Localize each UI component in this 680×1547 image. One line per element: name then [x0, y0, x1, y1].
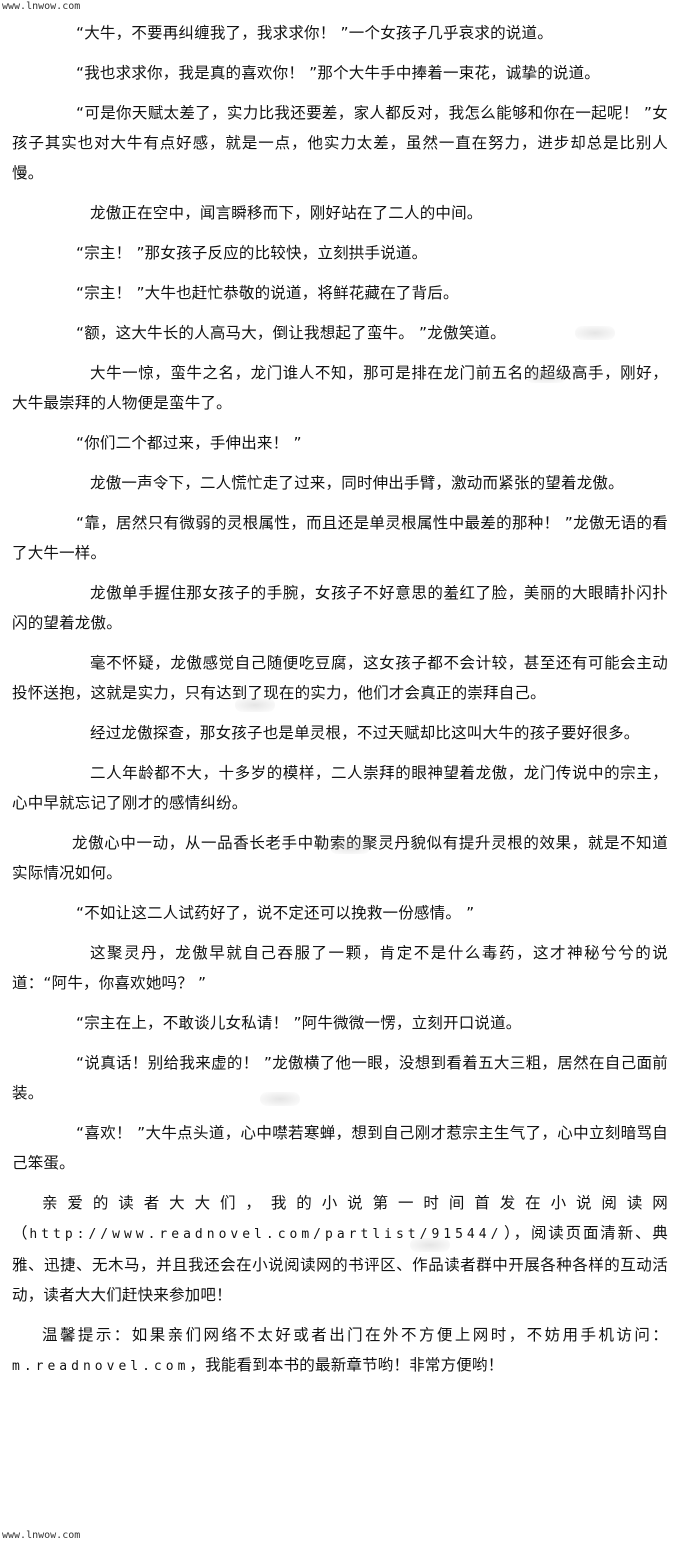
story-paragraph: 龙傲一声令下，二人慌忙走了过来，同时伸出手臂，激动而紧张的望着龙傲。	[90, 474, 624, 492]
story-paragraph: 龙傲正在空中，闻言瞬移而下，刚好站在了二人的中间。	[90, 204, 483, 222]
story-paragraph: 大牛一惊，蛮牛之名，龙门谁人不知，那可是排在龙门前五名的超级高手，刚好，大牛最崇…	[12, 364, 668, 412]
story-paragraph: “说真话！别给我来虚的！ ”龙傲横了他一眼，没想到看着五大三粗，居然在自己面前装…	[12, 1054, 668, 1102]
promo-url[interactable]: http://www.readnovel.com/partlist/91544/	[29, 1227, 503, 1242]
promo-text: 亲爱的读者大大们，我的小说第一时间首发在小说阅读网（	[12, 1194, 668, 1242]
watermark-top: www.lnwow.com	[2, 1, 81, 12]
story-paragraph: 龙傲单手握住那女孩子的手腕，女孩子不好意思的羞红了脸，美丽的大眼睛扑闪扑闪的望着…	[12, 584, 668, 632]
story-paragraph: “喜欢！ ”大牛点头道，心中噤若寒蝉，想到自己刚才惹宗主生气了，心中立刻暗骂自己…	[12, 1124, 668, 1172]
story-paragraph: 二人年龄都不大，十多岁的模样，二人崇拜的眼神望着龙傲，龙门传说中的宗主，心中早就…	[12, 764, 668, 812]
scan-smudge	[526, 369, 566, 383]
story-paragraph: “你们二个都过来，手伸出来！ ”	[76, 434, 302, 452]
promo-text: ，我能看到本书的最新章节哟！非常方便哟！	[189, 1356, 504, 1374]
promo-text: ），阅读页面清新、典雅、迅捷、无木马，并且我还会在小说阅读网的书评区、作品读者群…	[12, 1224, 668, 1304]
story-paragraph: 龙傲心中一动，从一品香长老手中勒索的聚灵丹貌似有提升灵根的效果，就是不知道实际情…	[12, 834, 668, 882]
story-paragraph: “宗主！ ”大牛也赶忙恭敬的说道，将鲜花藏在了背后。	[76, 284, 459, 302]
story-paragraph: “宗主！ ”那女孩子反应的比较快，立刻拱手说道。	[76, 244, 428, 262]
promo-text: 温馨提示：如果亲们网络不太好或者出门在外不方便上网时，不妨用手机访问：	[42, 1326, 668, 1344]
scan-smudge	[330, 840, 370, 854]
story-paragraph: “靠，居然只有微弱的灵根属性，而且还是单灵根属性中最差的那种！ ”龙傲无语的看了…	[12, 514, 668, 562]
scan-smudge	[575, 326, 615, 340]
story-paragraph: 毫不怀疑，龙傲感觉自己随便吃豆腐，这女孩子都不会计较，甚至还有可能会主动投怀送抱…	[12, 654, 668, 702]
story-paragraph: 经过龙傲探查，那女孩子也是单灵根，不过天赋却比这叫大牛的孩子要好很多。	[90, 724, 640, 742]
promo-paragraph: 亲爱的读者大大们，我的小说第一时间首发在小说阅读网（http://www.rea…	[12, 1188, 668, 1310]
scan-smudge	[410, 1238, 450, 1252]
story-paragraph: “宗主在上，不敢谈儿女私请！ ”阿牛微微一愣，立刻开口说道。	[76, 1014, 522, 1032]
promo-url[interactable]: m.readnovel.com	[12, 1359, 190, 1374]
scan-smudge	[260, 1092, 300, 1106]
story-paragraph: 这聚灵丹，龙傲早就自己吞服了一颗，肯定不是什么毒药，这才神秘兮兮的说道：“阿牛，…	[12, 944, 668, 992]
scan-smudge	[235, 698, 275, 712]
watermark-bottom: www.lnwow.com	[2, 1530, 81, 1541]
story-paragraph: “可是你天赋太差了，实力比我还要差，家人都反对，我怎么能够和你在一起呢！ ”女孩…	[12, 104, 668, 182]
story-paragraph: “大牛，不要再纠缠我了，我求求你！ ”一个女孩子几乎哀求的说道。	[76, 24, 553, 42]
story-paragraph: “我也求求你，我是真的喜欢你！ ”那个大牛手中捧着一束花，诚挚的说道。	[76, 64, 600, 82]
chapter-text: “大牛，不要再纠缠我了，我求求你！ ”一个女孩子几乎哀求的说道。 “我也求求你，我…	[12, 18, 668, 1392]
story-paragraph: “不如让这二人试药好了，说不定还可以挽救一份感情。 ”	[76, 904, 475, 922]
story-paragraph: “额，这大牛长的人高马大，倒让我想起了蛮牛。 ”龙傲笑道。	[76, 324, 506, 342]
promo-paragraph: 温馨提示：如果亲们网络不太好或者出门在外不方便上网时，不妨用手机访问： m.rea…	[12, 1320, 668, 1382]
